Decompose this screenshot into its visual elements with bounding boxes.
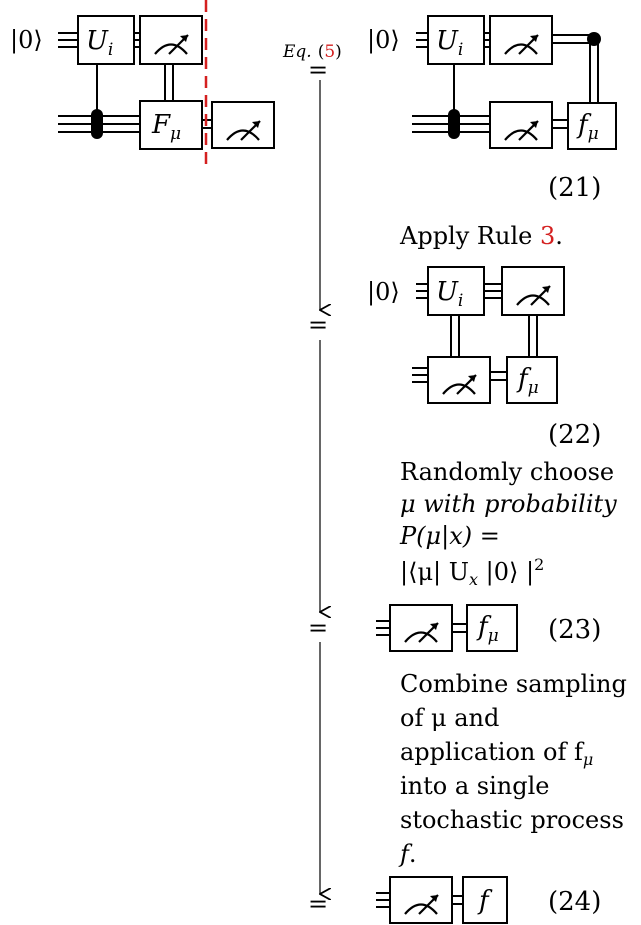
measurement-box	[139, 15, 203, 65]
equals-sign-3: =	[308, 614, 328, 642]
measurement-box	[501, 266, 565, 316]
svg-text:P(μ|x) =: P(μ|x) =	[399, 522, 500, 551]
circuit-23: fμ (23)	[376, 604, 601, 652]
svg-text:into a single: into a single	[400, 772, 549, 800]
equals-sign-2: =	[308, 311, 328, 339]
circuit-22: |0⟩ Ui fμ (22)	[367, 266, 601, 450]
circuit-24: f (24)	[376, 876, 601, 924]
unitary-Ui-label: Ui	[436, 26, 463, 60]
measurement-box	[389, 876, 453, 924]
svg-text:stochastic process: stochastic process	[400, 806, 624, 834]
ket-zero-label: |0⟩	[367, 278, 400, 307]
svg-text:Combine sampling: Combine sampling	[400, 670, 627, 698]
unitary-Ui-box	[427, 15, 485, 65]
measurement-box-2	[427, 356, 491, 404]
unitary-Ui-box	[77, 15, 135, 65]
f-box	[462, 876, 508, 924]
equals-sign-1: =	[308, 56, 328, 84]
measurement-box	[389, 604, 453, 652]
measurement-box-2	[489, 101, 553, 149]
ket-zero-label: |0⟩	[367, 26, 400, 55]
f-mu-box	[466, 604, 518, 652]
unitary-Ui-label: Ui	[86, 26, 113, 60]
measurement-box	[489, 15, 553, 65]
f-mu-box	[567, 102, 617, 150]
combine-note: Combine sampling of μ and application of…	[398, 670, 627, 868]
svg-text:Randomly choose: Randomly choose	[400, 458, 614, 486]
equation-number-24: (24)	[548, 887, 601, 917]
eq-reference: Eq.(5)	[282, 42, 342, 62]
equation-number-22: (22)	[548, 420, 601, 450]
unitary-Ui-label: Ui	[436, 277, 463, 311]
F-mu-label: Fμ	[151, 110, 181, 144]
F-mu-box	[139, 100, 203, 150]
apply-rule-note: Apply Rule 3.	[399, 222, 563, 250]
equation-number-21: (21)	[548, 173, 601, 203]
svg-text:f.: f.	[398, 840, 417, 868]
random-choice-note: Randomly choose μ with probability P(μ|x…	[399, 458, 617, 589]
equality-chain: Eq.(5) = = = =	[282, 42, 342, 918]
svg-text:application of fμ: application of fμ	[400, 738, 593, 769]
svg-text:μ with probability: μ with probability	[400, 490, 617, 518]
svg-text:|⟨μ| Ux |0⟩ |2: |⟨μ| Ux |0⟩ |2	[400, 555, 544, 589]
circuit-21: |0⟩ Ui fμ (21)	[367, 15, 617, 203]
f-mu-box	[506, 356, 558, 404]
left-circuit: |0⟩ Ui Fμ	[10, 0, 275, 168]
ket-zero-label: |0⟩	[10, 26, 43, 55]
svg-text:of μ and: of μ and	[400, 704, 499, 732]
control-dot	[448, 109, 460, 139]
control-dot	[91, 109, 103, 139]
equation-number-23: (23)	[548, 615, 601, 645]
measurement-box-2	[211, 101, 275, 149]
equals-sign-4: =	[308, 890, 328, 918]
